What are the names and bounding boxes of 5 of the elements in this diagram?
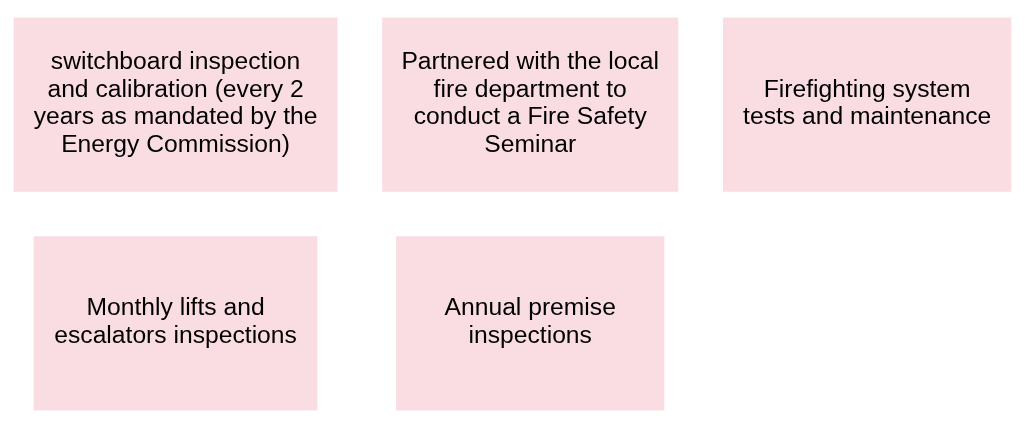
node-box: Partnered with the local fire department to conduct a Fire Safety Seminar: [382, 17, 679, 192]
node-box: switchboard inspection and calibration (every 2 years as mandated by the Energy Commission): [13, 17, 338, 192]
node-box: Monthly lifts and escalators inspections: [33, 236, 318, 411]
node-box: Annual premise inspections: [396, 236, 665, 411]
node-box: Firefighting system tests and maintenance: [723, 17, 1012, 192]
